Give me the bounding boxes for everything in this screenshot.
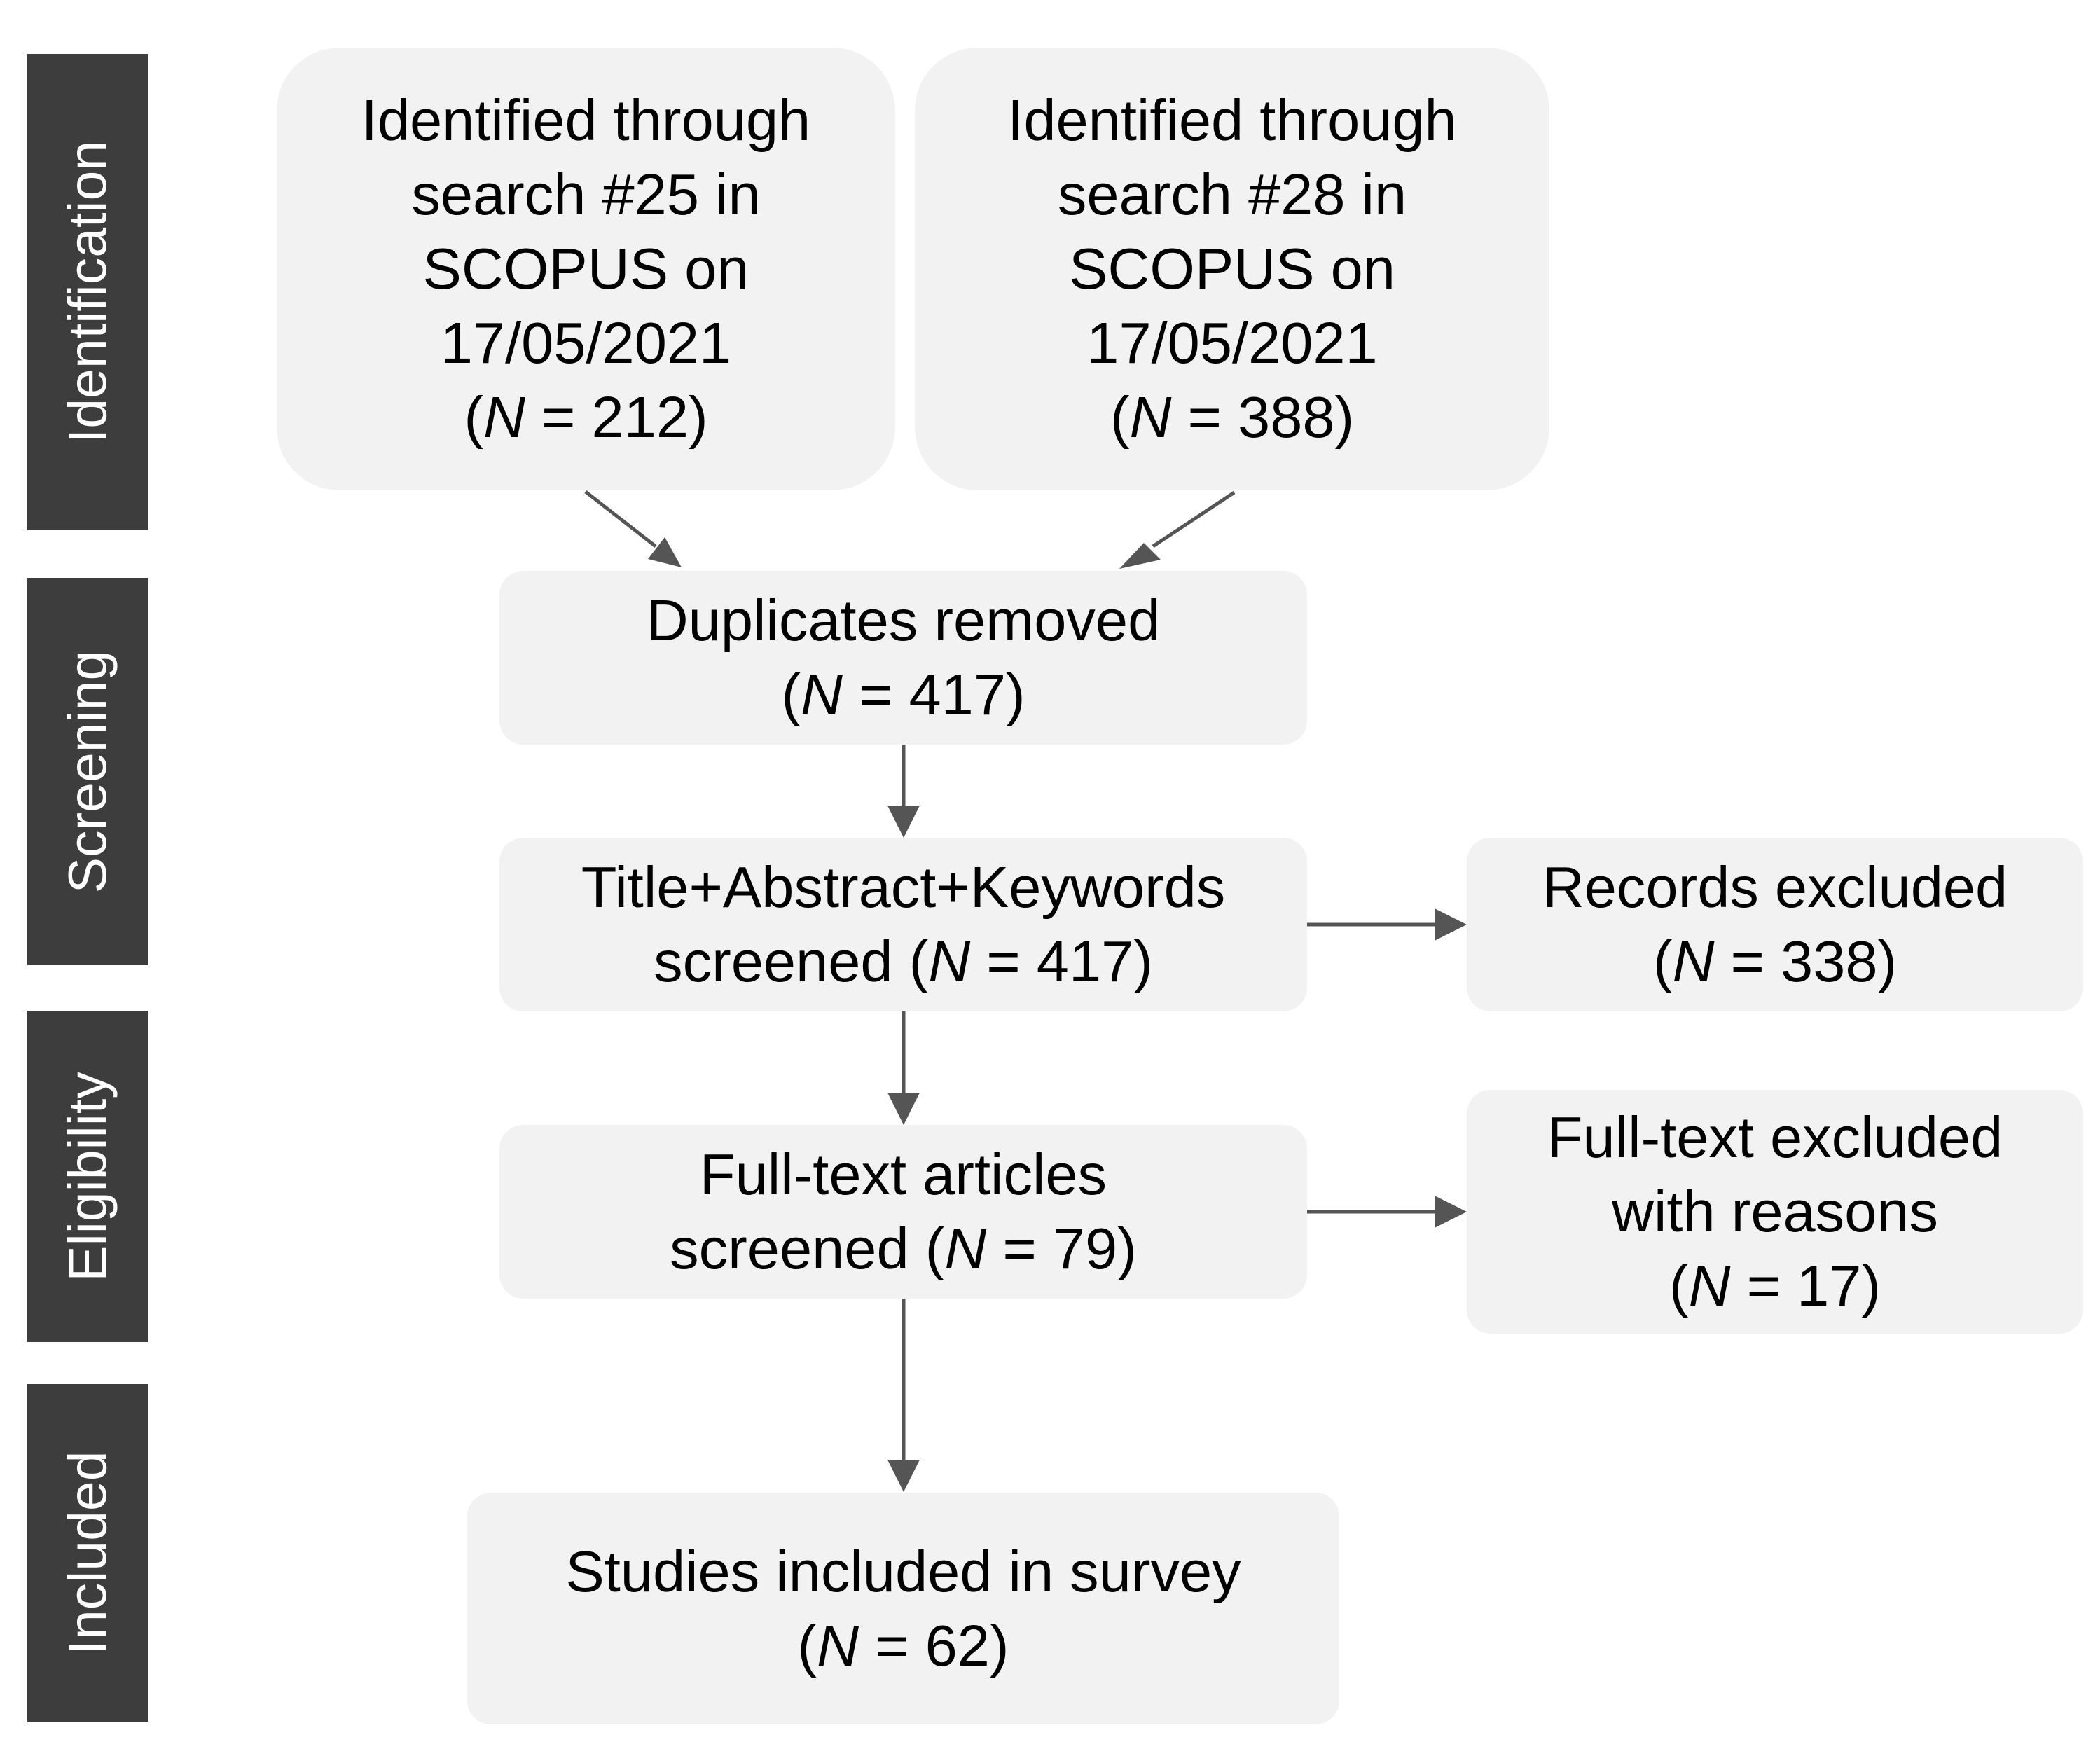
box-studies-included-line-1: Studies included in survey [565, 1538, 1241, 1604]
box-fulltext-screened-count: screened (N = 79) [670, 1216, 1137, 1281]
box-search-28-count: (N = 388) [1110, 385, 1355, 450]
arrow-search25-to-duplicates [584, 490, 657, 548]
arrowhead-records-excluded [1435, 908, 1467, 941]
box-search-25-line-2: search #25 in [411, 162, 761, 227]
stage-eligibility: Eligibility [27, 1011, 148, 1342]
arrowhead-fulltext [887, 1460, 920, 1492]
box-duplicates-removed-count: (N = 417) [781, 662, 1025, 727]
arrowhead-search25 [648, 537, 682, 567]
arrow-search28-to-duplicates [1152, 490, 1236, 548]
stage-identification: Identification [27, 54, 148, 530]
box-search-25-line-3: SCOPUS on [422, 236, 749, 301]
arrowhead-fulltext-excluded [1435, 1196, 1467, 1228]
box-records-excluded-count: (N = 338) [1652, 929, 1898, 994]
box-search-28-line-1: Identified through [1007, 88, 1457, 153]
box-fulltext-excluded-line-1: Full-text excluded [1547, 1105, 2003, 1170]
box-studies-included-count: (N = 62) [797, 1612, 1009, 1678]
box-fulltext-screened: Full-text articles screened (N = 79) [499, 1125, 1307, 1299]
arrowhead-search28 [1119, 543, 1161, 569]
box-studies-included: Studies included in survey (N = 62) [467, 1493, 1339, 1724]
stage-screening: Screening [27, 578, 148, 965]
box-search-25: Identified through search #25 in SCOPUS … [277, 48, 895, 490]
box-title-abstract-screened-count: screened (N = 417) [654, 929, 1153, 994]
box-fulltext-excluded-count: (N = 17) [1669, 1253, 1881, 1318]
box-fulltext-screened-line-1: Full-text articles [699, 1142, 1107, 1207]
box-search-28-line-4: 17/05/2021 [1086, 310, 1378, 375]
box-duplicates-removed-line-1: Duplicates removed [646, 588, 1161, 653]
arrowhead-duplicates [887, 806, 920, 838]
arrowhead-title-abstract [887, 1093, 920, 1125]
box-records-excluded-line-1: Records excluded [1542, 855, 2008, 920]
box-search-28-line-2: search #28 in [1057, 162, 1407, 227]
box-search-25-count: (N = 212) [464, 385, 708, 450]
box-fulltext-excluded-line-2: with reasons [1612, 1179, 1938, 1244]
box-duplicates-removed: Duplicates removed (N = 417) [499, 571, 1307, 745]
box-search-28: Identified through search #28 in SCOPUS … [915, 48, 1549, 490]
box-search-25-line-1: Identified through [361, 88, 811, 153]
box-title-abstract-screened: Title+Abstract+Keywords screened (N = 41… [499, 838, 1307, 1011]
box-fulltext-excluded: Full-text excluded with reasons (N = 17) [1467, 1090, 2083, 1334]
box-title-abstract-screened-line-1: Title+Abstract+Keywords [581, 855, 1226, 920]
stage-included: Included [27, 1384, 148, 1722]
box-search-28-line-3: SCOPUS on [1069, 236, 1395, 301]
box-records-excluded: Records excluded (N = 338) [1467, 838, 2083, 1011]
box-search-25-line-4: 17/05/2021 [440, 310, 732, 375]
